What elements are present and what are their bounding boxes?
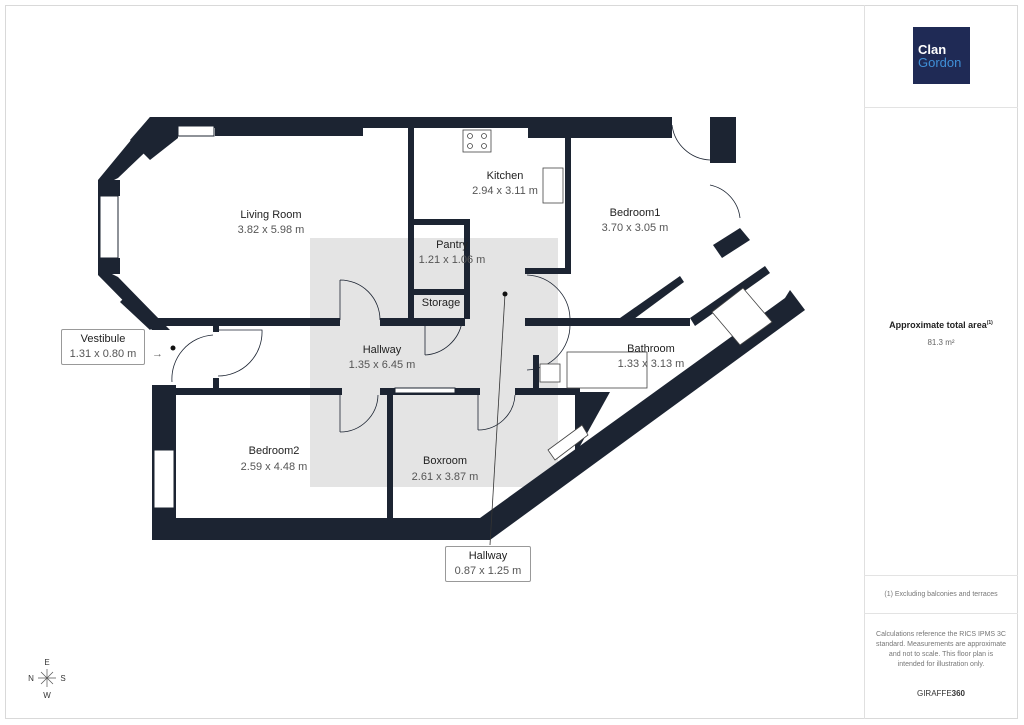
storage-name: Storage: [422, 297, 461, 309]
bathroom-name: Bathroom: [627, 343, 675, 355]
compass-w: W: [43, 691, 51, 700]
sink-icon: [542, 167, 564, 204]
compass-s: S: [60, 674, 65, 683]
doors: [171, 124, 741, 433]
windows: [99, 125, 456, 509]
compass-icon: E N S W: [28, 658, 66, 700]
page-frame: [5, 5, 1018, 719]
footnote: (1) Excluding balconies and terraces: [884, 591, 998, 598]
compass-e: E: [44, 658, 49, 667]
compass-n: N: [28, 674, 34, 683]
divider: [864, 107, 1018, 108]
logo-line1: Clan: [918, 41, 947, 57]
kitchen-dims: 2.94 x 3.11 m: [472, 185, 538, 197]
bedroom1-name: Bedroom1: [610, 207, 661, 219]
walls: [98, 117, 805, 540]
logo-line2: Gordon: [918, 54, 962, 70]
hallway-pointer-dot: [502, 291, 508, 297]
toilet-icon: [539, 363, 561, 383]
bedroom2-name: Bedroom2: [249, 445, 300, 457]
shower-icon: [711, 287, 773, 346]
hallway-pointer-line: [489, 293, 506, 546]
hallway-dims: 1.35 x 6.45 m: [349, 359, 416, 371]
pantry-name: Pantry: [436, 239, 468, 251]
divider: [864, 613, 1018, 614]
living-room-dims: 3.82 x 5.98 m: [238, 224, 305, 236]
watermark-box: [310, 238, 558, 487]
vestibule-dims: 1.31 x 0.80 m →: [69, 348, 163, 360]
fixtures: [462, 129, 773, 461]
divider: [864, 575, 1018, 576]
hallway2-dims: 0.87 x 1.25 m: [454, 565, 522, 577]
boxroom-name: Boxroom: [423, 455, 467, 467]
vestibule-pointer-dot: [170, 345, 176, 351]
hallway2-name: Hallway: [468, 550, 508, 562]
living-room-name: Living Room: [240, 209, 301, 221]
giraffe360-brand: GIRAFFE360: [916, 689, 966, 698]
info-panel: [864, 5, 1018, 719]
window-boxroom: [547, 424, 589, 461]
vestibule-label: Vestibule 1.31 x 0.80 m →: [61, 329, 163, 365]
bedroom2-dims: 2.59 x 4.48 m: [241, 461, 308, 473]
kitchen-name: Kitchen: [487, 170, 524, 182]
boxroom-dims: 2.61 x 3.87 m: [412, 471, 479, 483]
bedroom1-dims: 3.70 x 3.05 m: [602, 222, 669, 234]
total-area-value: 81.3 m²: [927, 338, 955, 347]
disclaimer: Calculations reference the RICS IPMS 3C …: [876, 631, 1006, 668]
hallway2-label: Hallway 0.87 x 1.25 m: [445, 546, 531, 582]
bathroom-dims: 1.33 x 3.13 m: [618, 358, 685, 370]
vestibule-name: Vestibule: [80, 333, 126, 345]
pantry-dims: 1.21 x 1.06 m: [419, 254, 486, 266]
clan-gordon-logo: Clan Gordon: [913, 27, 970, 84]
total-area-title: Approximate total area(1): [889, 320, 993, 330]
hob-icon: [462, 129, 492, 153]
bath-icon: [566, 351, 648, 389]
hallway-name: Hallway: [363, 344, 402, 356]
